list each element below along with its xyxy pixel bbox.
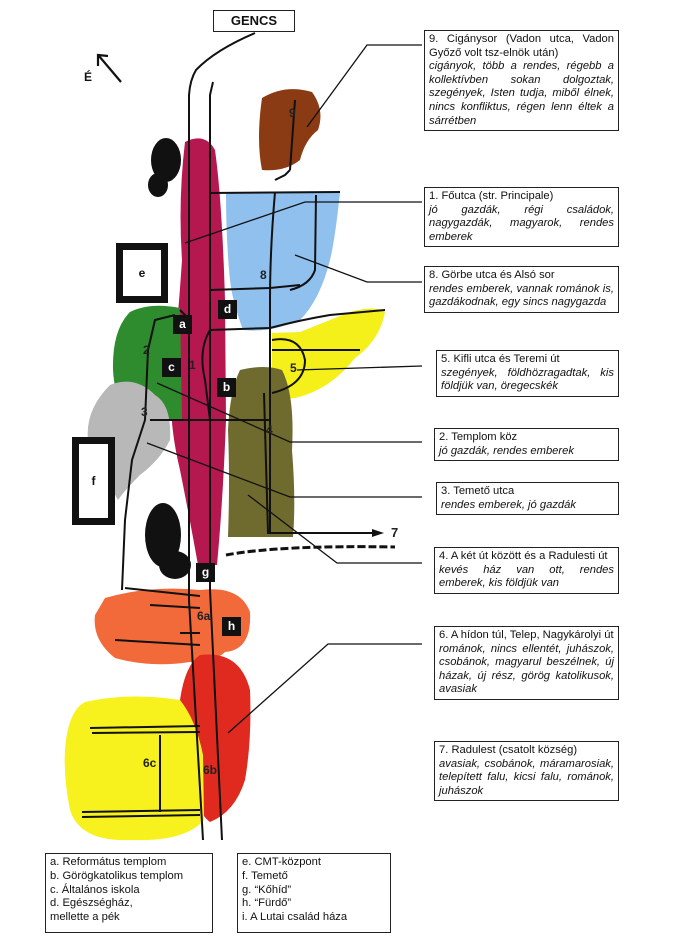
- marker-d: d: [218, 300, 237, 319]
- area-title: 1. Főutca (str. Principale): [429, 190, 554, 202]
- area-number-8: 8: [260, 268, 267, 282]
- zone-8: [226, 192, 340, 331]
- area-title: 6. A hídon túl, Telep, Nagykárolyi út: [439, 629, 614, 641]
- legend-buildings-e-i: e. CMT-központ f. Temető g. “Kőhíd” h. “…: [237, 853, 391, 933]
- legend-item: a. Református templom: [50, 856, 167, 868]
- area-description: avasiak, csobánok, máramarosiak, telepít…: [439, 757, 614, 797]
- marker-a: a: [173, 315, 192, 334]
- legend-item: b. Görögkatolikus templom: [50, 869, 184, 882]
- area-description: kevés ház van ott, rendes emberek, kis f…: [439, 563, 614, 590]
- area-number-6a: 6a: [197, 609, 211, 623]
- north-label: É: [84, 70, 93, 84]
- area-title: 7. Radulest (csatolt község): [439, 744, 578, 756]
- tree-cluster-icon: [145, 138, 191, 579]
- area-title: 3. Temető utca: [441, 485, 515, 497]
- legend-buildings-a-d: a. Református templom b. Görögkatolikus …: [45, 853, 213, 933]
- area-number-9: 9: [289, 106, 296, 120]
- area-number-5: 5: [290, 361, 297, 375]
- legend-item: e. CMT-központ: [242, 856, 321, 868]
- area-description: szegények, földhözragadtak, kis földjük …: [441, 366, 614, 393]
- marker-c: c: [162, 358, 181, 377]
- area-number-1: 1: [189, 358, 196, 372]
- area-description: rendes emberek, jó gazdák: [441, 498, 576, 511]
- legend-item: g. “Kőhíd”: [242, 883, 292, 896]
- roads: [81, 32, 396, 841]
- legend-item: i. A Lutai család háza: [242, 911, 348, 924]
- area-title: 4. A két út között és a Radulesti út: [439, 550, 608, 562]
- area-number-7: 7: [391, 525, 399, 540]
- area-description: románok, nincs ellentét, juhászok, csobá…: [439, 642, 614, 696]
- north-arrow-icon: [96, 53, 122, 83]
- marker-g: g: [196, 563, 215, 582]
- area-description: jó gazdák, régi családok, nagygazdák, ma…: [429, 203, 614, 243]
- legend-item: c. Általános iskola: [50, 883, 140, 896]
- zone-6c: [64, 696, 205, 841]
- area-description: rendes emberek, vannak románok is, gazdá…: [429, 282, 614, 309]
- area-label-7: 7. Radulest (csatolt község)avasiak, cso…: [434, 741, 619, 802]
- marker-h: h: [222, 617, 241, 636]
- area-description: cigányok, több a rendes, régebb a kollek…: [429, 60, 614, 127]
- zone-1: [171, 138, 226, 565]
- area-title: 9. Cigánysor (Vadon utca, Vadon Győző vo…: [429, 33, 614, 59]
- legend-item: f. Temető: [242, 869, 288, 882]
- marker-f: f: [72, 437, 115, 525]
- legend-item: d. Egészségház,: [50, 897, 133, 910]
- area-title: 2. Templom köz: [439, 431, 518, 443]
- area-number-6b: 6b: [203, 763, 218, 777]
- area-title: 8. Görbe utca és Alsó sor: [429, 269, 555, 281]
- marker-b: b: [217, 378, 236, 397]
- area-number-2: 2: [143, 343, 150, 357]
- zone-4: [228, 367, 295, 537]
- area-number-3: 3: [141, 405, 148, 419]
- marker-e: e: [116, 243, 168, 303]
- area-description: jó gazdák, rendes emberek: [439, 444, 574, 457]
- leader-lines: [146, 44, 423, 734]
- area-label-1: 1. Főutca (str. Principale)jó gazdák, ré…: [424, 187, 619, 248]
- legend-item: mellette a pék: [50, 911, 120, 924]
- gencs-direction-label: GENCS: [213, 10, 295, 32]
- arrow-to-7-icon: [372, 529, 384, 537]
- legend-item: h. “Fürdő”: [242, 897, 292, 910]
- area-number-4: 4: [266, 423, 273, 437]
- zone-9: [259, 89, 321, 171]
- area-title: 5. Kifli utca és Teremi út: [441, 353, 560, 365]
- area-label-9: 9. Cigánysor (Vadon utca, Vadon Győző vo…: [424, 30, 619, 132]
- area-number-6c: 6c: [143, 756, 157, 770]
